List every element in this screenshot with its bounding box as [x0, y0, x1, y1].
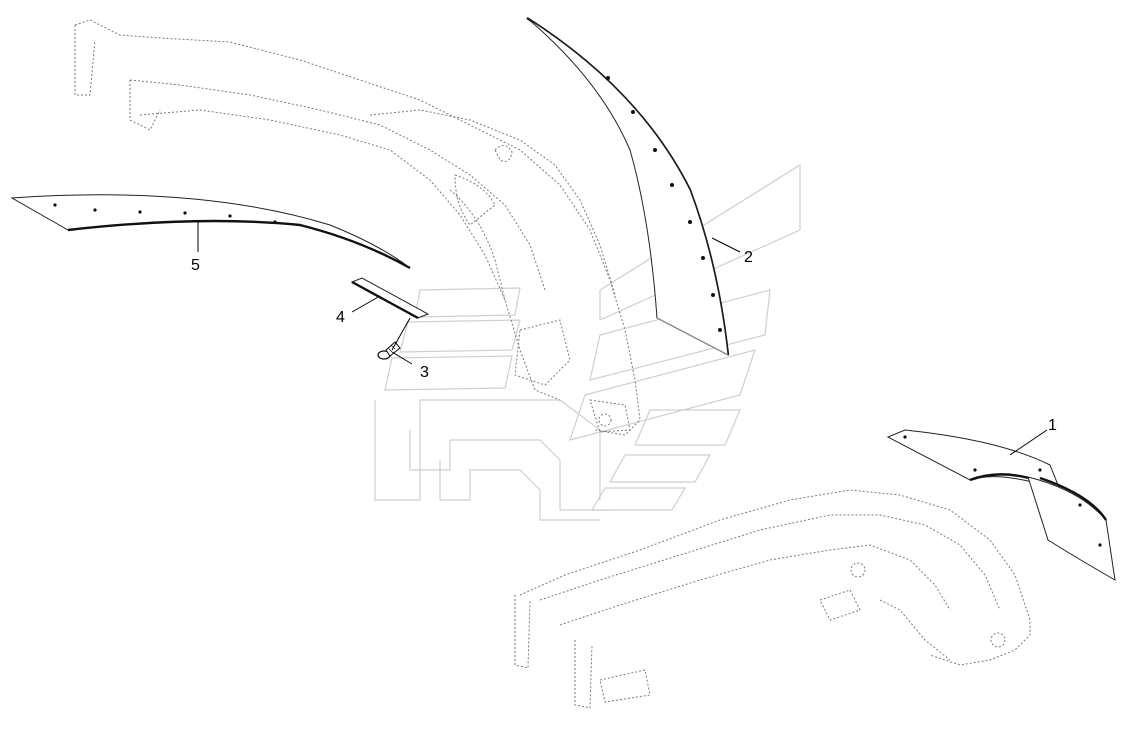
part-4-plate [350, 277, 430, 320]
callout-1: 1 [1048, 417, 1057, 434]
callout-5: 5 [191, 257, 200, 274]
part-2-curved-panel [526, 16, 730, 356]
callout-4: 4 [336, 309, 345, 326]
leader-line-2 [711, 237, 741, 253]
part-1-panels [886, 429, 1116, 581]
lower-fender-frame [514, 489, 1031, 709]
leader-lines [197, 220, 1048, 456]
part-3-bolt [377, 341, 401, 360]
leader-line-1 [1009, 429, 1048, 456]
leader-line-3b [391, 317, 411, 351]
watermark-logo [374, 163, 801, 521]
leader-line-4 [351, 295, 381, 313]
callout-3: 3 [420, 364, 429, 381]
upper-fender-frame [74, 19, 641, 436]
leader-line-3 [391, 351, 413, 365]
callout-2: 2 [744, 249, 753, 266]
part-5-strip [10, 194, 411, 270]
